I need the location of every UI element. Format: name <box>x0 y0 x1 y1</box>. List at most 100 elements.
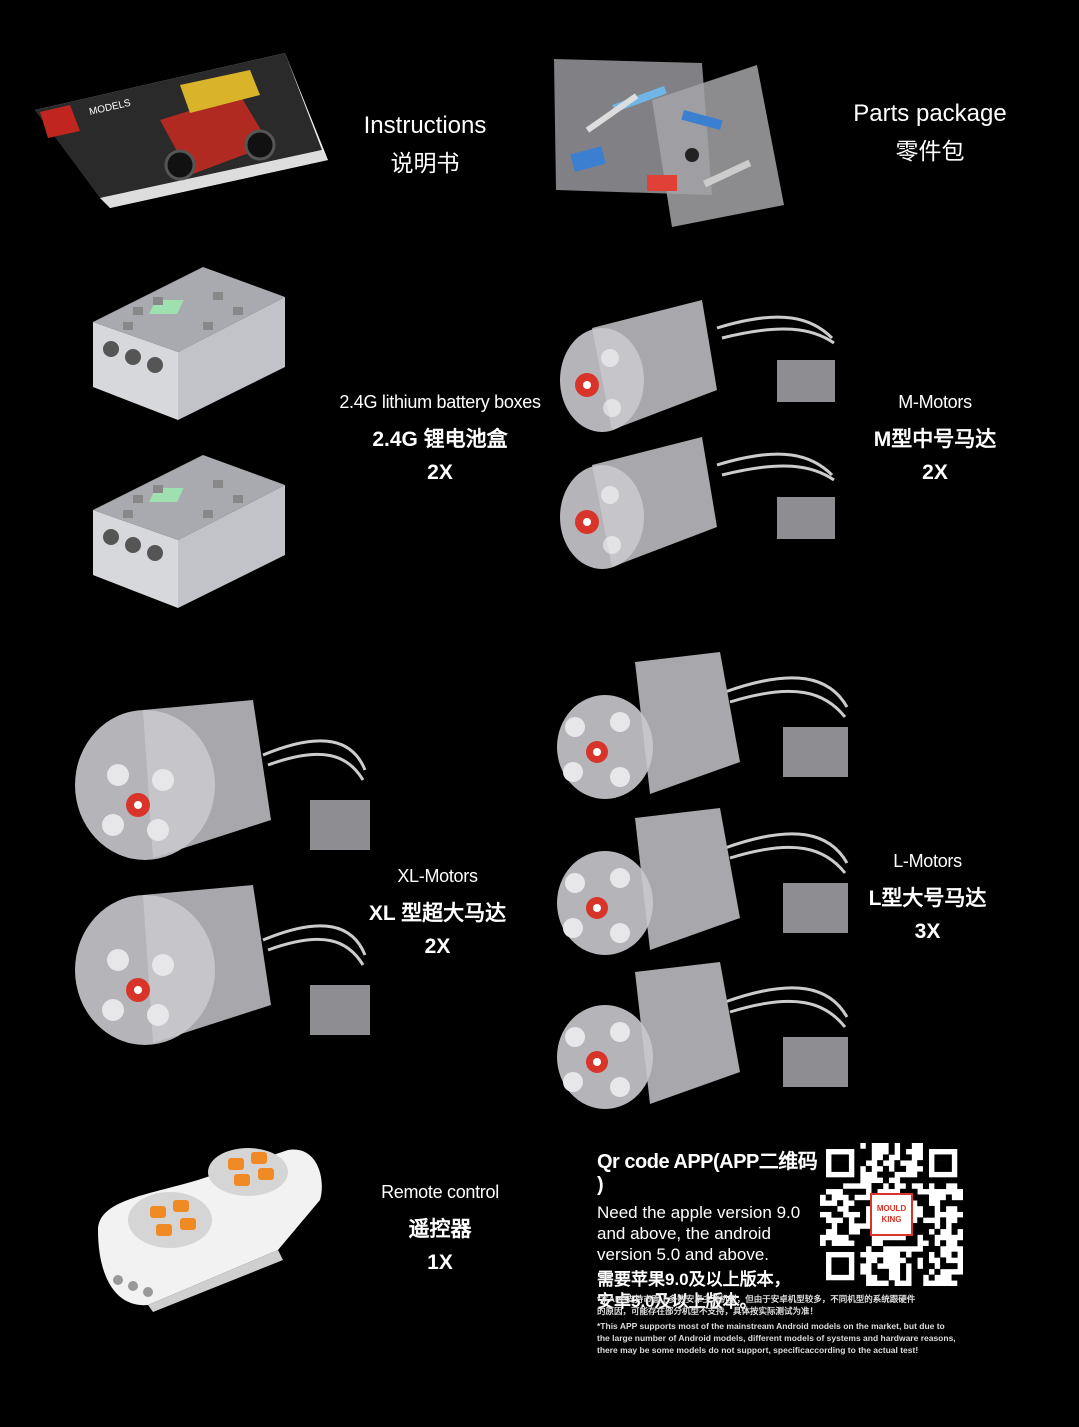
qr-module <box>888 1143 895 1150</box>
qr-module <box>922 1251 929 1258</box>
qr-module <box>860 1160 867 1167</box>
qr-module <box>865 1234 872 1241</box>
mould-king-logo-text: MOULD KING <box>872 1203 911 1225</box>
qr-module <box>911 1257 918 1264</box>
qr-module <box>842 1268 849 1275</box>
qr-module <box>825 1245 832 1252</box>
qr-module <box>922 1165 929 1172</box>
qr-module <box>848 1234 855 1241</box>
qr-module <box>882 1177 889 1184</box>
qr-module <box>854 1165 861 1172</box>
qr-module <box>900 1268 907 1275</box>
qr-module <box>837 1257 844 1264</box>
qr-module <box>945 1200 952 1207</box>
remote-qty: 1X <box>427 1251 453 1274</box>
qr-module <box>945 1263 952 1270</box>
qr-module <box>831 1263 838 1270</box>
qr-module <box>854 1268 861 1275</box>
qr-module <box>940 1154 947 1161</box>
m-motor-label: M-Motors M型中号马达 2X <box>840 392 1030 485</box>
qr-cn-1: 需要苹果9.0及以上版本， <box>597 1270 791 1289</box>
qr-module <box>957 1160 964 1167</box>
qr-module <box>820 1188 827 1195</box>
qr-code[interactable]: MOULD KING <box>820 1143 964 1287</box>
qr-module <box>888 1148 895 1155</box>
qr-module <box>922 1143 929 1150</box>
qr-module <box>911 1234 918 1241</box>
qr-module <box>860 1257 867 1264</box>
qr-module <box>882 1154 889 1161</box>
qr-module <box>917 1280 924 1287</box>
qr-module <box>922 1171 929 1178</box>
qr-module <box>922 1211 929 1218</box>
qr-module <box>842 1280 849 1287</box>
qr-module <box>877 1183 884 1190</box>
battery-box-image-1 <box>93 267 285 420</box>
qr-module <box>854 1205 861 1212</box>
qr-module <box>934 1160 941 1167</box>
qr-module <box>917 1177 924 1184</box>
qr-module <box>917 1160 924 1167</box>
qr-module <box>934 1165 941 1172</box>
qr-module <box>951 1177 958 1184</box>
qr-module <box>911 1177 918 1184</box>
qr-module <box>825 1194 832 1201</box>
qr-module <box>882 1165 889 1172</box>
qr-module <box>842 1188 849 1195</box>
xl-motor-image-2 <box>75 885 370 1045</box>
qr-module <box>922 1234 929 1241</box>
qr-module <box>837 1160 844 1167</box>
qr-module <box>911 1268 918 1275</box>
qr-module <box>934 1154 941 1161</box>
qr-module <box>900 1165 907 1172</box>
qr-module <box>957 1183 964 1190</box>
qr-module <box>854 1160 861 1167</box>
qr-module <box>940 1263 947 1270</box>
instructions-booklet-image: MODELS <box>35 53 328 208</box>
qr-module <box>922 1268 929 1275</box>
qr-cn-2: 安卓5.0及以上版本。 <box>597 1292 757 1311</box>
qr-module <box>888 1183 895 1190</box>
qr-module <box>825 1280 832 1287</box>
qr-module <box>911 1274 918 1281</box>
qr-module <box>905 1154 912 1161</box>
qr-module <box>842 1223 849 1230</box>
qr-module <box>917 1274 924 1281</box>
parts-package-label: Parts package 零件包 <box>830 100 1030 166</box>
qr-module <box>911 1263 918 1270</box>
qr-line-1: Need the apple version 9.0 <box>597 1203 801 1222</box>
qr-module <box>860 1200 867 1207</box>
xl-motor-label: XL-Motors XL 型超大马达 2X <box>340 866 535 959</box>
qr-module <box>928 1223 935 1230</box>
qr-module <box>854 1234 861 1241</box>
qr-module <box>928 1205 935 1212</box>
qr-module <box>917 1268 924 1275</box>
qr-module <box>837 1183 844 1190</box>
qr-module <box>911 1188 918 1195</box>
qr-module <box>820 1257 827 1264</box>
qr-module <box>825 1240 832 1247</box>
qr-module <box>911 1280 918 1287</box>
qr-module <box>865 1228 872 1235</box>
qr-module <box>940 1257 947 1264</box>
qr-module <box>842 1228 849 1235</box>
qr-module <box>894 1240 901 1247</box>
qr-module <box>820 1205 827 1212</box>
qr-module <box>957 1280 964 1287</box>
qr-info-block: Qr code APP(APP二维码 ) Need the apple vers… <box>597 1145 822 1313</box>
qr-module <box>957 1200 964 1207</box>
xl-motor-qty: 2X <box>424 935 451 958</box>
qr-module <box>860 1188 867 1195</box>
qr-module <box>831 1165 838 1172</box>
qr-module <box>820 1143 827 1150</box>
qr-module <box>860 1228 867 1235</box>
qr-line-3: version 5.0 and above. <box>597 1245 770 1264</box>
qr-module <box>917 1200 924 1207</box>
qr-module <box>928 1234 935 1241</box>
qr-module <box>917 1194 924 1201</box>
qr-module <box>922 1228 929 1235</box>
qr-module <box>905 1183 912 1190</box>
qr-module <box>860 1217 867 1224</box>
qr-module <box>860 1245 867 1252</box>
instructions-label: Instructions 说明书 <box>335 112 515 178</box>
